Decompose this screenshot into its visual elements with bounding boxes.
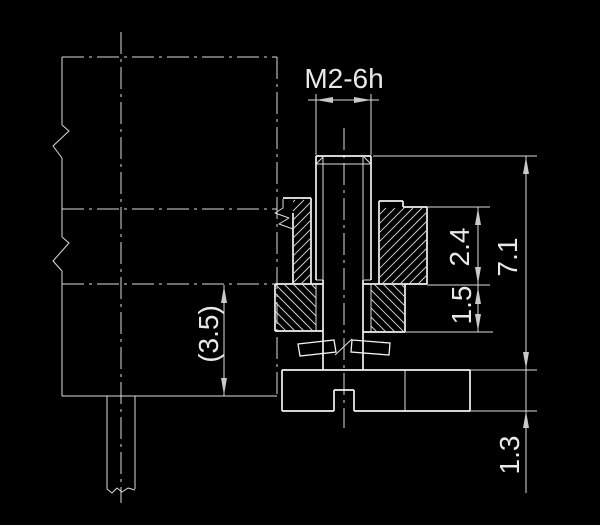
hatch-lower-right [400,283,406,289]
hatch-lower-left [274,283,317,326]
hatch-upper-left [292,199,296,203]
hatch-lower-right [370,325,378,333]
hatch-lower-left [283,283,317,317]
label-thread-callout: M2-6h [304,63,383,94]
dimension-arrowheads [221,97,529,428]
break-line-upper [52,124,70,159]
thin-object-lines [61,57,537,493]
arrowhead-up [523,157,529,174]
hatch-upper-right [378,229,428,279]
hatch-lower-left [274,310,296,332]
section-hatching [274,199,428,333]
arrowhead-down [221,378,227,395]
flare-flag-right [350,339,391,356]
hatch-lower-right [370,307,396,333]
hatch-upper-left [292,201,312,221]
hatch-lower-left [274,292,314,332]
hatch-upper-right [417,274,428,285]
hatch-upper-right [408,265,428,285]
arrowhead-up [523,411,529,428]
thin-line [334,338,353,356]
section-outlines [274,155,471,412]
hatch-lower-right [382,283,406,307]
label-dim-1-5: 1.5 [446,286,477,325]
hatch-lower-left [292,283,317,308]
hatch-lower-left [274,301,305,332]
arrowhead-up [221,286,227,303]
hatch-upper-left [292,199,305,212]
hatch-upper-right [378,211,428,261]
displaced-material-hook [274,199,294,230]
hatch-upper-right [378,207,396,225]
hatch-upper-right [378,220,428,270]
hatch-lower-left [274,328,278,332]
thin-line [315,156,324,165]
hatch-upper-right [399,256,428,285]
label-dim-2-4: 2.4 [444,228,475,267]
hatch-upper-left [300,273,312,285]
arrowhead-left [316,97,333,103]
phantom-part-outline [62,32,345,503]
hatch-upper-left [292,228,312,248]
hatch-lower-left [310,283,317,290]
break-and-detail-lines [52,124,391,494]
hatch-upper-right [381,238,428,285]
hatch-lower-right [391,283,406,298]
hatch-upper-left [292,264,312,284]
label-dim-3-5: (3.5) [193,305,224,363]
hatch-upper-right [378,207,405,234]
hatch-upper-right [390,247,428,285]
hatch-upper-left [292,210,312,230]
hatch-upper-left [292,246,312,266]
hatch-upper-right [378,207,414,243]
hatch-lower-right [373,283,406,316]
flare-flag-left [297,339,337,357]
arrowhead-up [475,208,481,225]
hatch-lower-left [274,319,287,332]
label-dim-7-1: 7.1 [492,238,523,277]
pin-break-line [106,487,136,494]
hatch-lower-right [370,289,406,325]
hatch-lower-right [370,316,387,333]
arrowhead-down [475,267,481,284]
hatch-upper-left [292,237,312,257]
hatch-lower-right [370,298,405,333]
hatch-upper-right [378,207,387,216]
arrowhead-down [475,314,481,331]
arrowhead-right [354,97,371,103]
thin-line [363,156,372,165]
hatch-lower-left [301,283,317,299]
label-dim-1-3: 1.3 [494,436,525,475]
hatch-upper-left [292,255,312,275]
dimension-labels: M2-6h (3.5) 2.4 1.5 7.1 1.3 [193,63,525,475]
arrowhead-up [475,287,481,304]
break-line-lower [52,236,70,272]
hatch-upper-left [292,219,312,239]
arrowhead-down [523,352,529,369]
hatch-upper-right [378,207,423,252]
hatch-upper-left [309,282,312,285]
